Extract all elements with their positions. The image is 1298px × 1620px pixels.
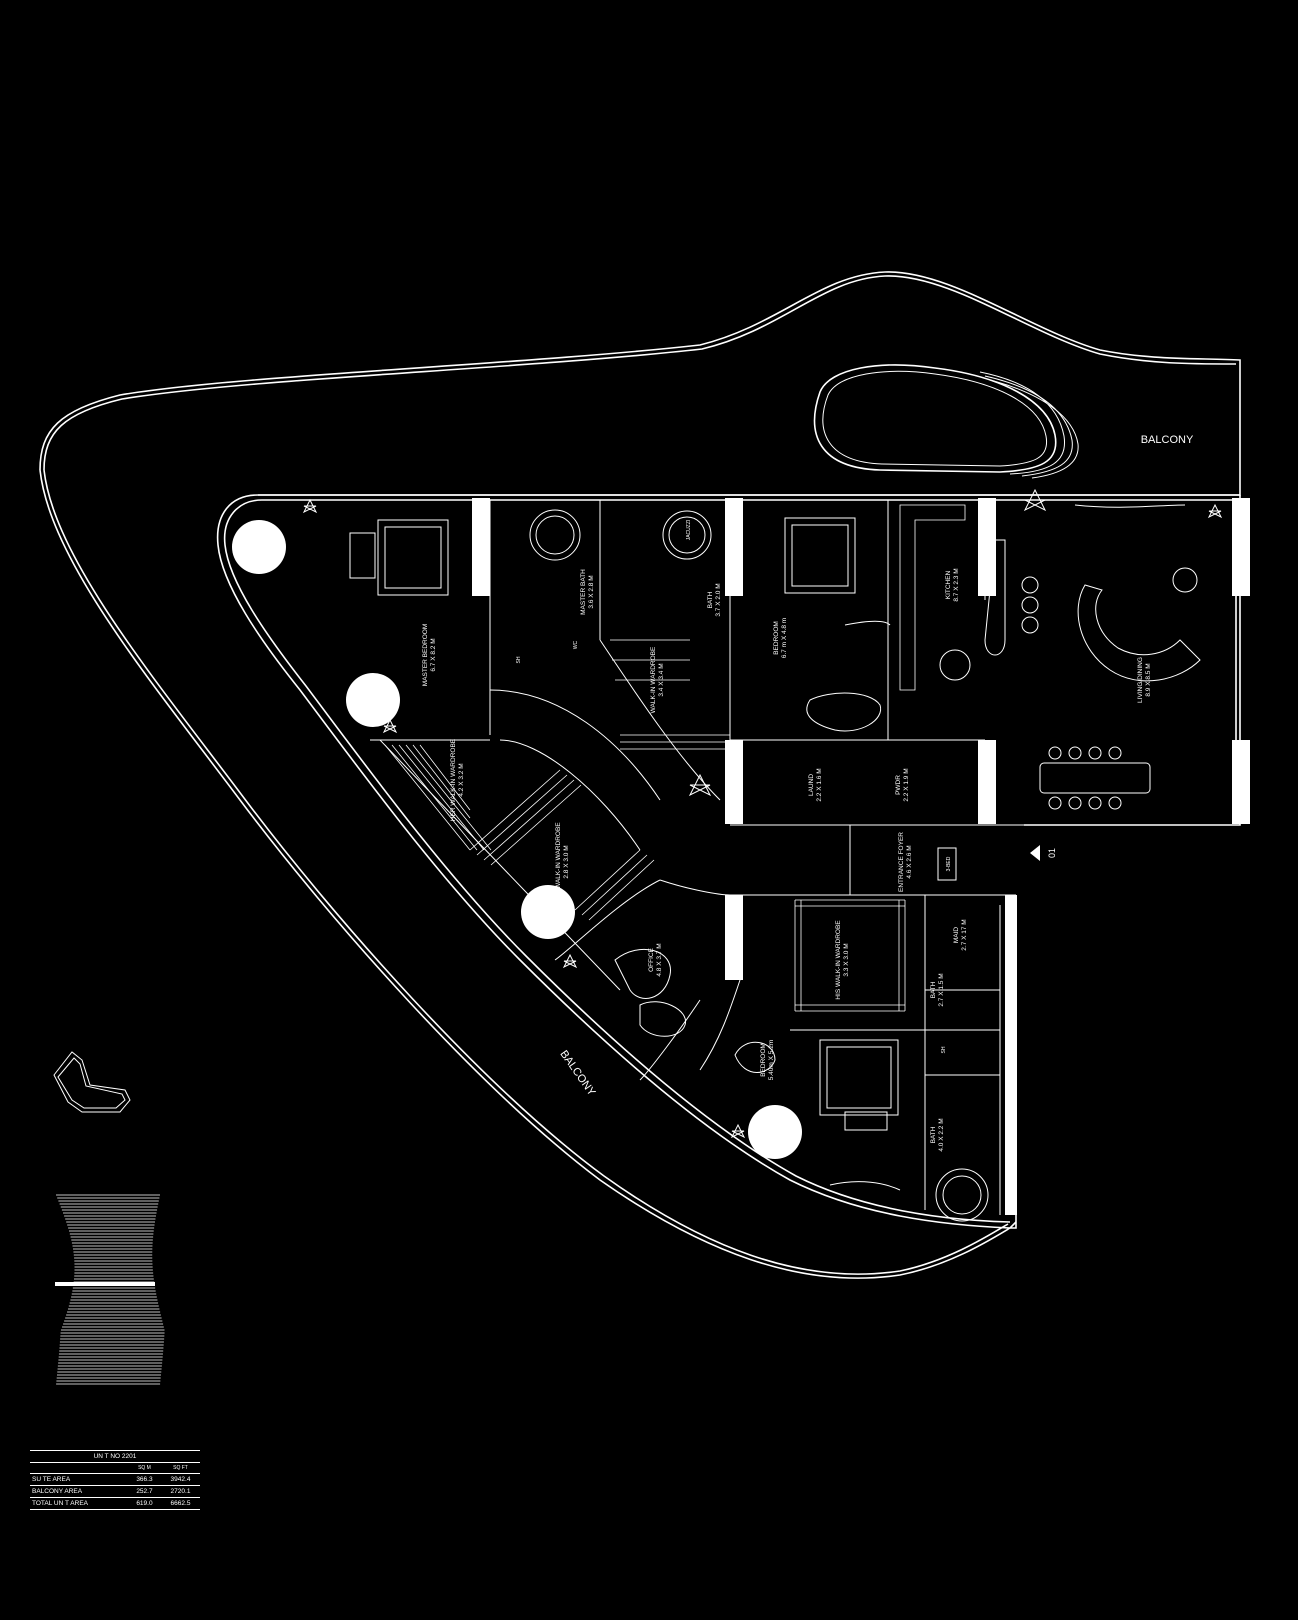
room-label: KITCHEN8.7 X 2.3 M [945, 568, 960, 601]
dining-table-icon [1039, 762, 1151, 794]
structural-columns [232, 520, 802, 1159]
stool-icon [1021, 596, 1039, 614]
plant-icon [730, 1123, 746, 1139]
plant-icon [382, 718, 398, 734]
wardrobe-hatching [384, 504, 966, 1012]
room-label: BEDROOM6.7 m X 4.8 m [773, 618, 788, 658]
room-label: WC [573, 640, 579, 649]
stool-icon [1021, 576, 1039, 594]
room-label: HER WALK-IN WARDROBE4.2 X 3.2 M [450, 738, 465, 821]
table-icon [939, 649, 971, 681]
furniture [349, 504, 1201, 1222]
jacuzzi-icon [662, 510, 712, 560]
room-label: MASTER BATH3.6 X 2.8 M [580, 569, 595, 615]
desk-icon [614, 948, 671, 999]
pool-icon [813, 364, 1079, 479]
room-label: BATH4.0 X 2.2 M [930, 1118, 945, 1151]
key-plan-small [53, 1051, 131, 1113]
bed-icon [784, 517, 856, 594]
area-table-title: UN T NO 2201 [30, 1450, 200, 1463]
table-row: TOTAL UN T AREA 619.0 6662.5 [30, 1497, 200, 1510]
dining-chair [1088, 796, 1102, 810]
balcony-label: BALCONY [1141, 434, 1194, 446]
bed-icon [377, 519, 449, 596]
room-label: BATH2.7 X 1.5 M [930, 973, 945, 1006]
area-table: UN T NO 2201 SQ M SQ FT SU TE AREA 366.3… [30, 1450, 200, 1510]
room-label: MAID2.7 X 17 M [953, 919, 968, 950]
plant-icon [688, 773, 712, 797]
room-label: SH [516, 656, 522, 663]
sofa-icon [1077, 584, 1201, 682]
room-label: JACUZZI [686, 520, 692, 541]
table-row: BALCONY AREA 252.7 2720.1 [30, 1485, 200, 1498]
column [346, 673, 400, 727]
dining-chair [1088, 746, 1102, 760]
room-label: HIS WALK-IN WARDROBE2.8 X 3.0 M [555, 822, 570, 902]
bed-icon [819, 1039, 899, 1116]
badge-label: 3-BED [946, 856, 952, 871]
tower-elevation [55, 1194, 165, 1385]
room-label: LIVING/DINING8.9 X 8.5 M [1137, 657, 1152, 703]
room-label: MASTER BEDROOM6.7 X 8.2 M [422, 624, 437, 686]
dining-chair [1068, 796, 1082, 810]
stool-icon [1021, 616, 1039, 634]
balcony-outline [39, 271, 1241, 1279]
room-label: ENTRANCE FOYER4.6 X 2.6 M [898, 832, 913, 892]
room-label: PWDR2.2 X 1.9 M [895, 768, 910, 801]
plant-icon [302, 498, 318, 514]
jacuzzi-icon [935, 1168, 989, 1222]
column [521, 885, 575, 939]
room-label: HIS WALK-IN WARDROBE3.3 X 3.0 M [835, 920, 850, 1000]
room-label: LAUND2.2 X 1.6 M [808, 768, 823, 801]
tower-band [55, 1282, 155, 1286]
room-label: OFFICE4.8 X 3.7 M [648, 943, 663, 976]
plants [302, 488, 1223, 1139]
window-markers [472, 498, 1250, 1215]
plant-icon [1023, 488, 1047, 512]
plant-icon [1207, 503, 1223, 519]
unit-sqm: SQ M [127, 1462, 161, 1474]
unit-sqft: SQ FT [161, 1462, 200, 1474]
dining-chair [1108, 746, 1122, 760]
unit-marker: 01 [1047, 848, 1057, 858]
dining-chair [1068, 746, 1082, 760]
apartment-walls [216, 494, 1241, 1229]
column [232, 520, 286, 574]
plant-icon [562, 953, 578, 969]
dining-chair [1108, 796, 1122, 810]
entrance-marker-icon [1030, 845, 1040, 861]
room-labels: MASTER BEDROOM6.7 X 8.2 M MASTER BATH3.6… [422, 520, 1152, 1152]
table-row: SU TE AREA 366.3 3942.4 [30, 1473, 200, 1486]
room-label: SH [941, 1046, 947, 1053]
badge [937, 847, 957, 881]
column [748, 1105, 802, 1159]
dining-chair [1048, 796, 1062, 810]
room-label: BATH3.7 X 2.0 M [707, 583, 722, 616]
dining-chair [1048, 746, 1062, 760]
bathtub-icon [529, 509, 581, 561]
balcony-label: BALCONY [557, 1048, 597, 1098]
room-label: BEDROOM5.40m X 5.2m [760, 1040, 775, 1080]
room-label: WALK-IN WARDROBE3.4 X 3.4 M [650, 646, 665, 713]
